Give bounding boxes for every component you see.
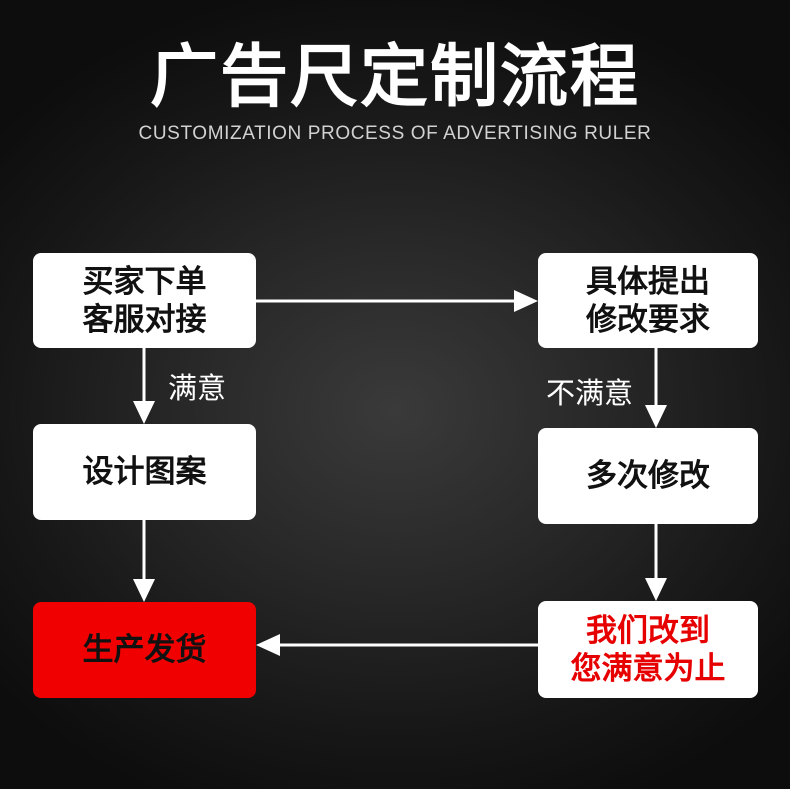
step-order-line1: 买家下单 — [82, 263, 207, 300]
label-satisfied: 满意 — [168, 371, 227, 405]
step-request-line2: 修改要求 — [586, 301, 710, 338]
step-produce-line1: 生产发货 — [82, 632, 207, 668]
arrow-head-left — [256, 634, 280, 656]
step-satisfied-box: 我们改到 您满意为止 — [538, 601, 758, 698]
arrow-head-down — [645, 405, 667, 428]
arrow-head-down — [645, 578, 667, 601]
step-order-box: 买家下单 客服对接 — [33, 253, 256, 348]
step-design-line1: 设计图案 — [82, 454, 207, 490]
page-title: 广告尺定制流程 — [149, 38, 640, 117]
label-unsatisfied: 不满意 — [546, 376, 634, 410]
step-revise-box: 多次修改 — [538, 428, 758, 524]
step-satisfied-line1: 我们改到 — [586, 612, 710, 649]
arrow-head-down — [133, 401, 155, 424]
arrow-head-right — [514, 290, 538, 312]
arrow-head-down — [133, 579, 155, 602]
step-order-line2: 客服对接 — [82, 301, 207, 338]
step-revise-line1: 多次修改 — [586, 458, 710, 494]
step-request-box: 具体提出 修改要求 — [538, 253, 758, 348]
step-design-box: 设计图案 — [33, 424, 256, 520]
step-request-line1: 具体提出 — [586, 263, 710, 300]
step-satisfied-line2: 您满意为止 — [570, 650, 726, 687]
step-produce-box: 生产发货 — [33, 602, 256, 698]
page-subtitle: CUSTOMIZATION PROCESS OF ADVERTISING RUL… — [138, 123, 652, 144]
